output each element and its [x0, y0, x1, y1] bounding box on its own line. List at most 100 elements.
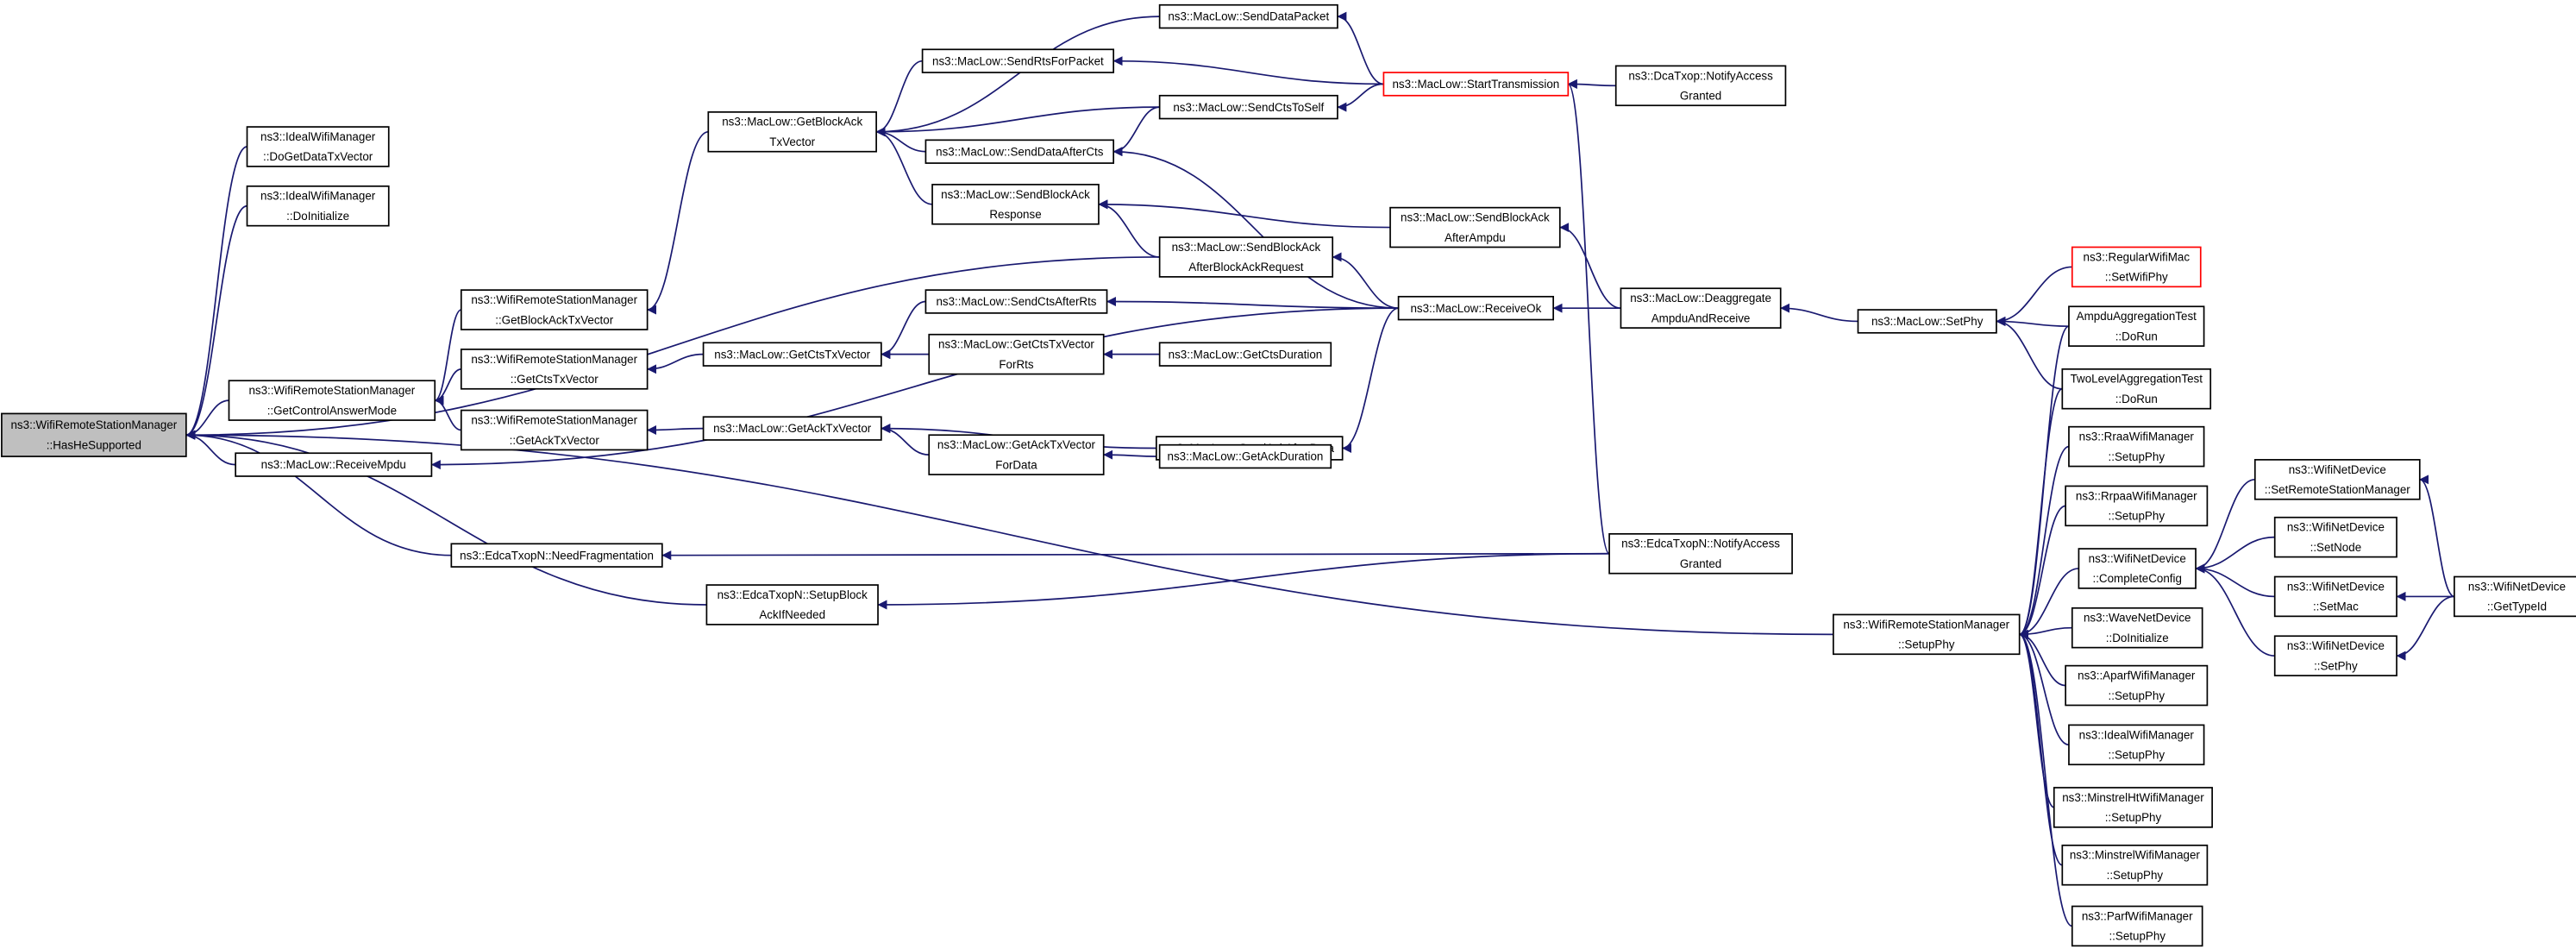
node-needfrag[interactable]: ns3::EdcaTxopN::NeedFragmentation — [450, 543, 663, 568]
node-box — [450, 543, 663, 568]
node-box — [2065, 664, 2209, 707]
node-label: ns3::MacLow::GetCtsTxVector — [938, 338, 1094, 351]
node-box — [2065, 485, 2209, 527]
call-edge-ampdutest-to-setphy_maclow — [1996, 316, 2069, 328]
node-box — [1, 412, 187, 457]
node-getcontrol[interactable]: ns3::WifiRemoteStationManager::GetContro… — [228, 380, 436, 421]
call-edge-sendblockackafterampdu-to-sendblockackresp — [1098, 199, 1391, 229]
node-gettypeid[interactable]: ns3::WifiNetDevice::GetTypeId — [2454, 575, 2576, 618]
node-senddatapacket[interactable]: ns3::MacLow::SendDataPacket — [1158, 3, 1338, 29]
node-ml_getcts[interactable]: ns3::MacLow::GetCtsTxVector — [702, 342, 882, 367]
node-box — [928, 434, 1105, 475]
node-label: ::SetNode — [2310, 541, 2362, 554]
node-box — [921, 48, 1115, 73]
node-label: ::SetupPhy — [2107, 869, 2164, 882]
node-idealsetupphy[interactable]: ns3::IdealWifiManager::SetupPhy — [2068, 724, 2205, 766]
node-box — [928, 333, 1105, 375]
node-label: ::SetupPhy — [2109, 689, 2165, 702]
node-box — [702, 342, 882, 367]
node-setphy_maclow[interactable]: ns3::MacLow::SetPhy — [1857, 309, 1997, 334]
node-getctsduration[interactable]: ns3::MacLow::GetCtsDuration — [1158, 342, 1332, 367]
node-label: AfterAmpdu — [1445, 231, 1506, 244]
node-label: ns3::WifiNetDevice — [2287, 639, 2385, 652]
call-edge-regularwifimac-to-setphy_maclow — [1996, 266, 2072, 326]
node-aparf[interactable]: ns3::AparfWifiManager::SetupPhy — [2065, 664, 2209, 707]
call-edge-setphy_netdev-to-completeconfig — [2195, 563, 2275, 657]
node-box — [2061, 368, 2212, 410]
node-box — [460, 409, 649, 451]
node-minstrel[interactable]: ns3::MinstrelWifiManager::SetupPhy — [2061, 844, 2209, 886]
node-box — [2068, 305, 2205, 347]
node-box — [2273, 516, 2397, 558]
node-rrpaa[interactable]: ns3::RrpaaWifiManager::SetupPhy — [2065, 485, 2209, 527]
node-ampdutest[interactable]: AmpduAggregationTest::DoRun — [2068, 305, 2205, 347]
node-label: ::SetupPhy — [2105, 811, 2162, 824]
call-edge-setmac-to-completeconfig — [2195, 563, 2275, 598]
node-sendblockackafterreq[interactable]: ns3::MacLow::SendBlockAckAfterBlockAckRe… — [1158, 236, 1334, 278]
node-rraa[interactable]: ns3::RraaWifiManager::SetupPhy — [2068, 425, 2205, 468]
node-label: ::DoRun — [2115, 330, 2158, 343]
node-box — [2454, 575, 2576, 618]
node-label: ns3::WifiNetDevice — [2287, 521, 2385, 534]
node-label: AmpduAndReceive — [1652, 311, 1751, 324]
node-label: ::SetWifiPhy — [2105, 271, 2168, 284]
node-ml_getblockack[interactable]: ns3::MacLow::GetBlockAckTxVector — [707, 111, 877, 153]
node-wrsm_getack[interactable]: ns3::WifiRemoteStationManager::GetAckTxV… — [460, 409, 649, 451]
node-box — [1158, 342, 1332, 367]
node-regularwifimac[interactable]: ns3::RegularWifiMac::SetWifiPhy — [2071, 246, 2202, 288]
node-box — [228, 380, 436, 421]
call-edge-edcanotify-to-starttx — [1567, 79, 1610, 555]
node-ml_getack[interactable]: ns3::MacLow::GetAckTxVector — [702, 416, 882, 441]
node-completeconfig[interactable]: ns3::WifiNetDevice::CompleteConfig — [2078, 548, 2197, 589]
node-setremotestation[interactable]: ns3::WifiNetDevice::SetRemoteStationMana… — [2253, 459, 2421, 500]
node-box — [1389, 206, 1561, 248]
node-label: ::DoInitialize — [286, 210, 349, 223]
node-box — [2068, 425, 2205, 468]
node-box — [705, 584, 879, 625]
node-box — [2061, 844, 2209, 886]
node-getackduration[interactable]: ns3::MacLow::GetAckDuration — [1158, 443, 1332, 469]
node-wrsm_setupphy[interactable]: ns3::WifiRemoteStationManager::SetupPhy — [1832, 613, 2021, 656]
call-edge-ideal_dogetdata-to-has_he — [185, 146, 248, 440]
call-edge-deaggregate-to-sendblockackafterampdu — [1559, 223, 1621, 310]
node-wrsm_getcts[interactable]: ns3::WifiRemoteStationManager::GetCtsTxV… — [460, 349, 649, 390]
call-edge-rrpaa-to-wrsm_setupphy — [2019, 505, 2066, 639]
node-label: ns3::MinstrelHtWifiManager — [2062, 791, 2204, 804]
node-setphy_netdev[interactable]: ns3::WifiNetDevice::SetPhy — [2273, 635, 2397, 676]
node-receivempdu[interactable]: ns3::MacLow::ReceiveMpdu — [235, 452, 433, 477]
node-wavenetdevice[interactable]: ns3::WaveNetDevice::DoInitialize — [2071, 606, 2203, 649]
node-label: ::DoRun — [2115, 393, 2158, 405]
node-ideal_dogetdata[interactable]: ns3::IdealWifiManager::DoGetDataTxVector — [246, 126, 390, 167]
node-starttx[interactable]: ns3::MacLow::StartTransmission — [1382, 72, 1570, 97]
node-setmac[interactable]: ns3::WifiNetDevice::SetMac — [2273, 575, 2397, 618]
node-box — [1832, 613, 2021, 656]
node-setnode[interactable]: ns3::WifiNetDevice::SetNode — [2273, 516, 2397, 558]
node-sendctstoself[interactable]: ns3::MacLow::SendCtsToSelf — [1158, 94, 1338, 120]
node-ideal_doinit[interactable]: ns3::IdealWifiManager::DoInitialize — [246, 185, 390, 227]
call-edge-getackduration-to-getackfordata — [1103, 449, 1160, 460]
node-has_he[interactable]: ns3::WifiRemoteStationManager::HasHeSupp… — [1, 412, 187, 457]
node-sendrts[interactable]: ns3::MacLow::SendRtsForPacket — [921, 48, 1115, 73]
node-label: ns3::WifiNetDevice — [2287, 580, 2385, 593]
node-box — [1158, 443, 1332, 469]
node-twoleveltest[interactable]: TwoLevelAggregationTest::DoRun — [2061, 368, 2212, 410]
node-label: Granted — [1680, 557, 1721, 570]
node-minstrelht[interactable]: ns3::MinstrelHtWifiManager::SetupPhy — [2053, 787, 2213, 828]
node-sendctsafterrts[interactable]: ns3::MacLow::SendCtsAfterRts — [924, 289, 1108, 314]
node-box — [924, 289, 1108, 314]
node-label: ns3::WifiNetDevice — [2468, 580, 2566, 593]
node-parf[interactable]: ns3::ParfWifiManager::SetupPhy — [2071, 905, 2203, 947]
node-wrsm_getblockack[interactable]: ns3::WifiRemoteStationManager::GetBlockA… — [460, 289, 649, 330]
node-label: ns3::MacLow::StartTransmission — [1392, 78, 1559, 91]
node-receiveok[interactable]: ns3::MacLow::ReceiveOk — [1397, 295, 1554, 321]
node-senddataaftercts[interactable]: ns3::MacLow::SendDataAfterCts — [924, 139, 1115, 164]
